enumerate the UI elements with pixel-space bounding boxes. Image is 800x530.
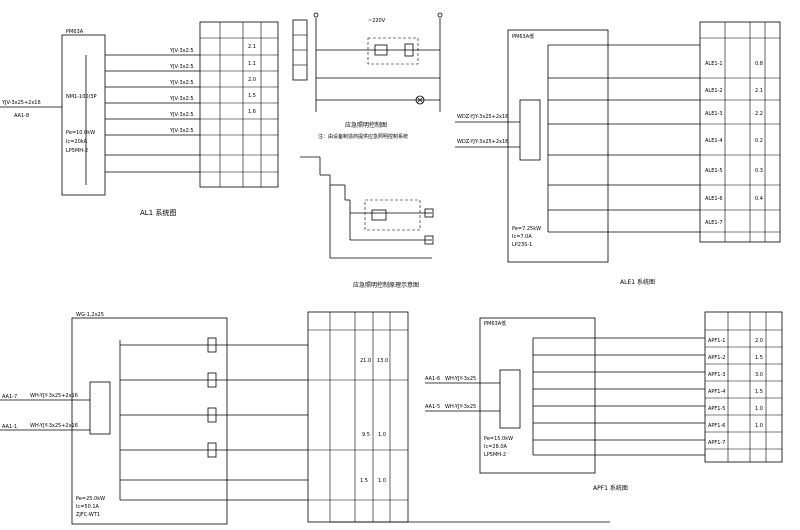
svg-text:APF1-7: APF1-7 [708, 440, 725, 446]
svg-text:1.5: 1.5 [360, 478, 368, 484]
svg-text:LP23S-1: LP23S-1 [512, 242, 532, 248]
svg-text:ALE1-7: ALE1-7 [705, 220, 723, 226]
svg-text:YJV-3x2.5: YJV-3x2.5 [169, 64, 194, 70]
svg-text:APF1-2: APF1-2 [708, 355, 725, 361]
control1-voltage: ~220V [368, 18, 386, 24]
svg-text:Pe=7.25kW: Pe=7.25kW [512, 226, 541, 232]
svg-text:ZJFC-WT1: ZJFC-WT1 [76, 512, 100, 518]
control-diagram-1: ~220V 应急照明控制图 注：由设备制造商提供应急照明控制系统 [292, 12, 443, 140]
svg-text:0.4: 0.4 [755, 196, 763, 202]
svg-text:21.0: 21.0 [360, 358, 371, 364]
al1-top-label: PM63A [66, 29, 84, 35]
svg-text:YJV-3x2.5: YJV-3x2.5 [169, 80, 194, 86]
svg-text:YJV-3x2.5: YJV-3x2.5 [169, 112, 194, 118]
svg-text:0.8: 0.8 [755, 61, 763, 67]
svg-text:APF1-4: APF1-4 [708, 389, 725, 395]
svg-text:Ic=7.0A: Ic=7.0A [512, 234, 532, 240]
svg-text:ALE1-6: ALE1-6 [705, 196, 723, 202]
control1-note: 注：由设备制造商提供应急照明控制系统 [318, 133, 408, 140]
svg-text:Ic=28.0A: Ic=28.0A [484, 444, 508, 450]
svg-text:2.1: 2.1 [248, 44, 256, 50]
svg-text:AA1-6: AA1-6 [425, 376, 440, 382]
control2-title: 应急照明控制原理示意图 [353, 281, 419, 289]
svg-text:3.0: 3.0 [755, 372, 763, 378]
svg-text:YJV-3x2.5: YJV-3x2.5 [169, 96, 194, 102]
svg-text:Ic=50.1A: Ic=50.1A [76, 504, 100, 510]
svg-text:1.6: 1.6 [248, 109, 256, 115]
svg-text:WDZ-YJY-3x25+2x16: WDZ-YJY-3x25+2x16 [457, 139, 508, 145]
svg-text:YJV-3x2.5: YJV-3x2.5 [169, 128, 194, 134]
svg-text:APF1-6: APF1-6 [708, 423, 725, 429]
svg-text:1.0: 1.0 [378, 478, 386, 484]
svg-text:ALE1-3: ALE1-3 [705, 111, 723, 117]
svg-text:AA1-8: AA1-8 [14, 113, 29, 119]
svg-text:0.3: 0.3 [755, 168, 763, 174]
svg-text:13.0: 13.0 [377, 358, 388, 364]
svg-text:APF1-5: APF1-5 [708, 406, 725, 412]
ap1-diagram: WG-1,2x25 AA1-7 AA1-1 WH-YJY-3x25+2x16 W… [0, 311, 610, 525]
svg-text:AA1-5: AA1-5 [425, 404, 440, 410]
control-diagram-2: 应急照明控制原理示意图 [300, 156, 434, 289]
svg-text:0.2: 0.2 [755, 138, 763, 144]
al1-caption: AL1 系统图 [140, 208, 176, 217]
ale1-caption: ALE1 系统图 [620, 278, 655, 286]
apf1-caption: APF1 系统图 [593, 484, 628, 492]
svg-text:2.2: 2.2 [755, 111, 763, 117]
svg-text:LP5MH-2: LP5MH-2 [484, 452, 506, 458]
ale1-top-label: PM63A低 [512, 33, 534, 40]
svg-text:1.5: 1.5 [755, 355, 763, 361]
svg-text:1.1: 1.1 [248, 61, 256, 67]
svg-text:NM1-100/3P: NM1-100/3P [66, 94, 96, 100]
control1-title: 应急照明控制图 [345, 121, 387, 129]
ap1-top-label: WG-1,2x25 [76, 312, 104, 318]
svg-text:1.0: 1.0 [378, 432, 386, 438]
apf1-top-label: PM63A低 [484, 320, 506, 327]
svg-text:Pe=25.0kW: Pe=25.0kW [76, 496, 105, 502]
svg-text:AA1-1: AA1-1 [2, 424, 17, 430]
al1-diagram: PM63A YJV-3x25+2x16 AA1-8 NM1-100/3P YJV… [0, 21, 279, 217]
svg-text:1.5: 1.5 [248, 93, 256, 99]
ale1-diagram: PM63A低 WDZ-YJY-3x25+2x16 WDZ-YJY-3x25+2x… [455, 21, 781, 286]
svg-text:WH-YJY-3x25+2x16: WH-YJY-3x25+2x16 [30, 393, 78, 399]
svg-text:WH-YJY-3x25: WH-YJY-3x25 [445, 376, 476, 382]
svg-text:YJV-3x25+2x16: YJV-3x25+2x16 [1, 100, 41, 106]
svg-text:Pe=15.0kW: Pe=15.0kW [484, 436, 513, 442]
svg-text:2.0: 2.0 [755, 338, 763, 344]
svg-text:APF1-1: APF1-1 [708, 338, 725, 344]
svg-text:WDZ-YJY-3x25+2x16: WDZ-YJY-3x25+2x16 [457, 114, 508, 120]
apf1-diagram: PM63A低 AA1-6 AA1-5 WH-YJY-3x25 WH-YJY-3x… [425, 311, 783, 492]
svg-text:1.5: 1.5 [755, 389, 763, 395]
svg-text:APF1-3: APF1-3 [708, 372, 725, 378]
svg-text:ALE1-4: ALE1-4 [705, 138, 723, 144]
svg-text:WH-YJY-3x25+2x16: WH-YJY-3x25+2x16 [30, 423, 78, 429]
svg-text:LP5MH-2: LP5MH-2 [66, 148, 88, 154]
svg-text:ALE1-2: ALE1-2 [705, 88, 723, 94]
svg-text:ALE1-5: ALE1-5 [705, 168, 723, 174]
svg-text:Ic=20kA: Ic=20kA [66, 139, 88, 145]
svg-text:1.0: 1.0 [755, 423, 763, 429]
svg-text:2.1: 2.1 [755, 88, 763, 94]
svg-text:ALE1-1: ALE1-1 [705, 61, 723, 67]
svg-text:1.0: 1.0 [755, 406, 763, 412]
svg-text:2.0: 2.0 [248, 77, 256, 83]
svg-text:Pe=10.0kW: Pe=10.0kW [66, 130, 95, 136]
svg-text:YJV-3x2.5: YJV-3x2.5 [169, 48, 194, 54]
svg-text:9.5: 9.5 [362, 432, 370, 438]
svg-text:WH-YJY-3x25: WH-YJY-3x25 [445, 404, 476, 410]
svg-text:AA1-7: AA1-7 [2, 394, 17, 400]
